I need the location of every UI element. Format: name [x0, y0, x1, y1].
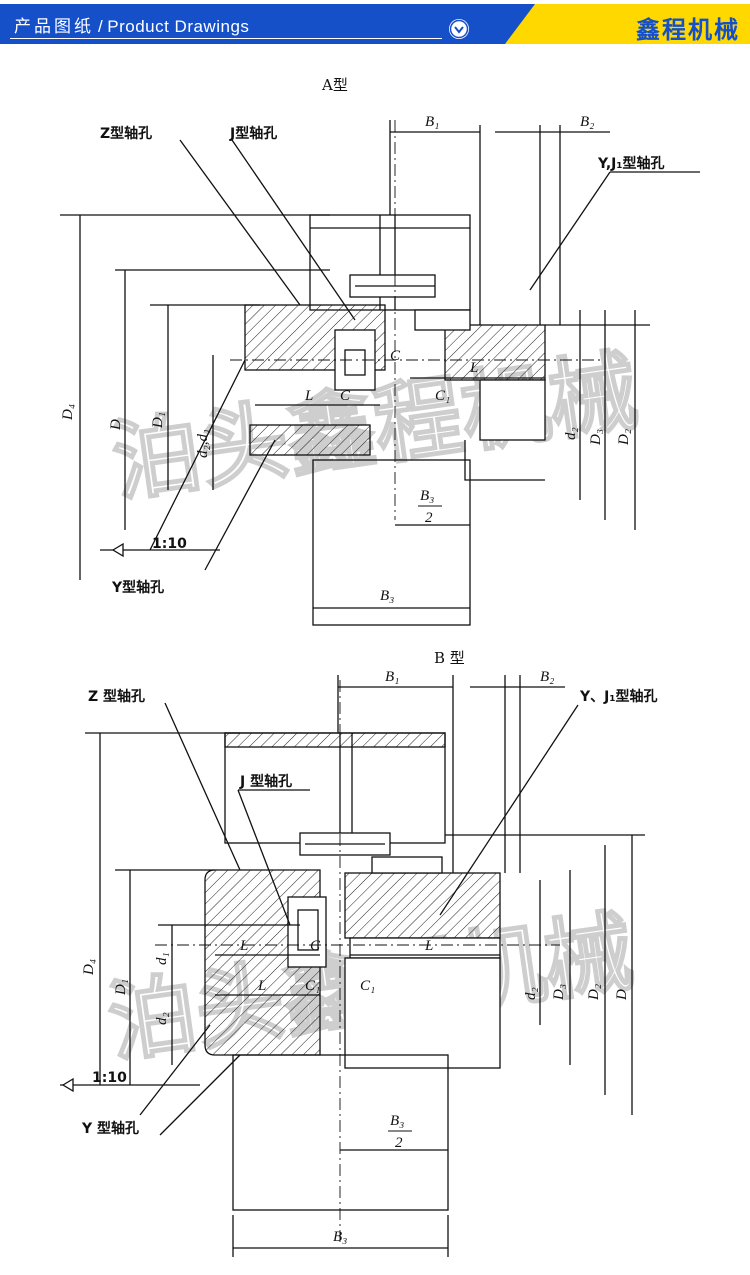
label-y-bore-a: Y型轴孔 [111, 579, 164, 596]
dim-d4-b: D₄ [81, 959, 97, 976]
label-z-bore-a: Z型轴孔 [100, 125, 152, 142]
shaft-right-a [444, 324, 546, 381]
drawing-type-b: 泊头鑫程机械 [0, 645, 750, 1275]
dim-b3-half-den-a: 2 [425, 510, 433, 526]
label-j-bore-a: J型轴孔 [229, 125, 277, 142]
dim-c-a: C [340, 388, 351, 404]
dim-b1-b: B₁ [385, 669, 399, 685]
dim-d-a: D [108, 419, 124, 431]
dim-d2-a: D₂ [616, 429, 632, 446]
dim-dz-d1-a: d₂,d₁ [195, 429, 211, 458]
dim-b3-half-num-a: B₃ [420, 488, 434, 504]
header-yellow-strip [505, 4, 750, 44]
dim-l-upper-b: L [239, 938, 248, 954]
drawing-a-svg: 泊头鑫程机械 [60, 76, 700, 626]
sleeve-bottom-a [312, 459, 471, 626]
label-yj1-bore-a: Y,J₁型轴孔 [597, 155, 664, 172]
dim-d2-b: D₂ [586, 984, 602, 1001]
dim-b3-a: B₃ [380, 588, 394, 604]
drawing-a-title: A型 [321, 76, 348, 94]
dim-d3-a: D₃ [588, 429, 604, 446]
drawing-type-a: 泊头鑫程机械 [0, 60, 750, 640]
dim-c-top-a: C [390, 348, 401, 364]
header-blue-strip [0, 4, 535, 44]
dim-l-right-b: L [424, 938, 433, 954]
dim-d2-small-a: d₂ [563, 427, 579, 440]
label-z-bore-b: Z 型轴孔 [88, 688, 145, 705]
brand-name: 鑫程机械 [636, 16, 740, 44]
section-title-separator: / [98, 17, 104, 36]
drawing-b-title: B 型 [434, 649, 465, 667]
dim-b2-a: B₂ [580, 114, 594, 130]
dim-d-b: D [614, 989, 630, 1001]
dim-d1-small-b: d₁ [154, 952, 170, 965]
dim-d2-small-b: d₂ [523, 987, 539, 1000]
chevron-down-circle-icon[interactable] [449, 19, 469, 39]
dim-d3-b: D₃ [551, 984, 567, 1001]
header-underline [10, 38, 442, 39]
dim-c1-right-b: C₁ [360, 978, 375, 994]
dim-b3-b: B₃ [333, 1229, 347, 1245]
dim-b3-half-num-b: B₃ [390, 1113, 404, 1129]
dim-dz-b: d₂ [154, 1012, 170, 1025]
hub-lower-a [249, 424, 371, 456]
drawing-b-svg: 泊头鑫程机械 [60, 649, 657, 1257]
section-title-en: Product Drawings [107, 17, 250, 36]
dim-c1-left-b: C₁ [305, 978, 320, 994]
dim-b2-b: B₂ [540, 669, 554, 685]
dim-d1-a: D₁ [150, 412, 166, 429]
dim-b1-a: B₁ [425, 114, 439, 130]
label-yj1-bore-b: Y、J₁型轴孔 [579, 688, 657, 705]
sleeve-bottom-b [232, 1054, 449, 1211]
page-header: 产品图纸/Product Drawings 鑫程机械 [0, 0, 750, 46]
section-title-cn: 产品图纸 [14, 17, 94, 36]
dim-d1-b: D₁ [113, 979, 129, 996]
dim-c1-a: C₁ [435, 388, 450, 404]
shaft-right-b [344, 872, 501, 939]
label-taper-b: 1:10 [92, 1070, 127, 1086]
dim-b3-half-den-b: 2 [395, 1135, 403, 1151]
dim-d4-a: D₄ [60, 404, 76, 421]
dim-c-b: C [310, 938, 321, 954]
dim-l-left-a: L [304, 388, 313, 404]
label-j-bore-b: J 型轴孔 [239, 773, 292, 790]
label-taper-a: 1:10 [152, 536, 187, 552]
dim-l-right-a: L [469, 360, 478, 376]
label-y-bore-b: Y 型轴孔 [81, 1120, 139, 1137]
dim-l-lower-b: L [257, 978, 266, 994]
section-title: 产品图纸/Product Drawings [14, 12, 249, 37]
